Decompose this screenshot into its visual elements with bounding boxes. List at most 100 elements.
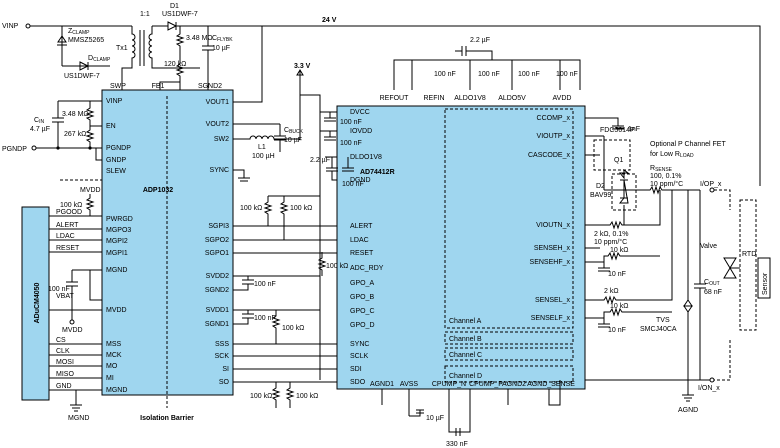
d1-diode xyxy=(152,21,761,186)
channel-a-box xyxy=(444,108,574,329)
channel-c-label: Channel C xyxy=(449,352,482,359)
tx1-secondary-coil xyxy=(148,26,200,69)
adp1032-pin-sss: SSS xyxy=(215,341,229,348)
mcu-signal-reset: RESET xyxy=(56,245,80,252)
ad74412r-pin-aldo1v8: ALDO1V8 xyxy=(454,95,486,102)
ion-label: I/ON_x xyxy=(698,385,720,392)
ad74412r-pin-cascode-x: CASCODE_x xyxy=(528,152,571,159)
mcu-signal-cs: CS xyxy=(56,337,66,344)
rsense-val1: 100, 0.1% xyxy=(650,173,682,180)
cout-cap xyxy=(694,190,706,380)
ad-top-bus xyxy=(393,59,581,90)
cbuck-cap xyxy=(274,124,286,152)
ad74412r-pin-gpo-c: GPO_C xyxy=(350,308,375,315)
ad74412r-pin-sdo: SDO xyxy=(350,379,366,386)
r10k-b-label: 10 kΩ xyxy=(610,303,628,310)
adp1032-pin-svdd1: SVDD1 xyxy=(206,307,229,314)
ion-terminal xyxy=(709,377,715,383)
d2-part: BAV99 xyxy=(590,192,611,199)
mcu-signal-ldac: LDAC xyxy=(56,233,75,240)
d2-box xyxy=(611,173,637,211)
sensor-label: Sensor xyxy=(762,272,769,295)
sync-wire xyxy=(233,169,250,182)
dvcc-cap xyxy=(320,111,337,122)
d1-label: D1 xyxy=(170,3,179,10)
sensehf-wire xyxy=(585,247,660,272)
r120k xyxy=(159,60,185,90)
ad74412r-pin-senseh-x: SENSEH_x xyxy=(534,245,571,252)
r100k-a xyxy=(263,196,273,226)
vinp-terminal xyxy=(25,23,31,29)
adp1032-pin-mvdd: MVDD xyxy=(106,307,127,314)
c100nf-iovdd-label: 100 nF xyxy=(340,140,362,147)
iop-terminal xyxy=(709,187,715,193)
adp1032-pin-swp: SWP xyxy=(110,83,126,90)
c1nf-label: 1nF xyxy=(628,126,640,133)
aducm4050-chip xyxy=(21,206,50,401)
cbuck-label: CBUCK xyxy=(284,127,304,135)
aducm4050-label: ADuCM4050 xyxy=(34,282,41,323)
cin-label: CIN xyxy=(34,117,44,125)
c100nf-t4-label: 100 nF xyxy=(556,71,578,78)
dclamp-diode xyxy=(79,61,90,71)
adp1032-pin-mgpi1: MGPI1 xyxy=(106,250,128,257)
zclamp-part: MMSZ5265 xyxy=(68,37,104,44)
c100nf-t2-label: 100 nF xyxy=(478,71,500,78)
r100k-e-label: 100 kΩ xyxy=(250,393,272,400)
ad74412r-pin-gpo-d: GPO_D xyxy=(350,322,375,329)
senself-wire xyxy=(585,307,672,328)
adp1032-pin-slew: SLEW xyxy=(106,168,126,175)
ad74412r-chip xyxy=(336,105,586,390)
r100k-f-label: 100 kΩ xyxy=(296,393,318,400)
ad74412r-pin-sensel-x: SENSEL_x xyxy=(535,297,571,304)
ad74412r-pin-refin: REFIN xyxy=(424,95,445,102)
agnd-label: AGND xyxy=(678,407,698,414)
vinp-wire xyxy=(30,25,132,67)
adp1032-pin-mck: MCK xyxy=(106,352,122,359)
c10nf-b-label: 10 nF xyxy=(608,327,626,334)
channel-d-label: Channel D xyxy=(449,373,482,380)
vout1-wire xyxy=(233,26,263,103)
adp1032-pin-sgpi3: SGPI3 xyxy=(208,223,229,230)
mgnd-wire xyxy=(70,390,82,412)
adp1032-pin-mgpo3: MGPO3 xyxy=(106,227,131,234)
adp1032-pin-sw2: SW2 xyxy=(214,136,229,143)
adp1032-pin-gndp: GNDP xyxy=(106,157,127,164)
adp1032-pin-sgpo1: SGPO1 xyxy=(205,250,229,257)
ad74412r-right-pins: CCOMP_xVIOUTP_xCASCODE_xVIOUTN_xSENSEH_x… xyxy=(528,115,571,322)
isolation-barrier-label: Isolation Barrier xyxy=(140,415,194,422)
r100k-b xyxy=(279,196,289,240)
tvs-label: TVS xyxy=(656,317,670,324)
adp1032-pin-mgnd: MGND xyxy=(106,267,127,274)
iovdd-cap xyxy=(320,130,337,141)
adp1032-pin-vout1: VOUT1 xyxy=(206,99,229,106)
mcu-signal-alert: ALERT xyxy=(56,222,79,229)
svdd1-cap xyxy=(233,309,320,325)
d2-diodes xyxy=(618,169,630,225)
adp1032-pin-vout2: VOUT2 xyxy=(206,121,229,128)
r100k-c xyxy=(317,252,327,276)
ad74412r-pin-gpo-b: GPO_B xyxy=(350,294,374,301)
r2k-b xyxy=(585,190,673,305)
pgndp-terminal xyxy=(31,145,37,151)
r2k-a-label1: 2 kΩ, 0.1% xyxy=(594,231,628,238)
channel-d-box xyxy=(444,365,574,383)
pgndp-label: PGNDP xyxy=(2,146,27,153)
cout-val: 68 nF xyxy=(704,289,722,296)
c100nf-mvdd-label: 100 nF xyxy=(48,286,70,293)
ad74412r-pin-aldo5v: ALDO5V xyxy=(498,95,526,102)
dclamp-part: US1DWF-7 xyxy=(64,73,100,80)
mcu-bus xyxy=(49,215,102,391)
ad74412r-left-pins: DVCCIOVDDDLDO1V8DGNDALERTLDACRESETADC_RD… xyxy=(350,109,384,386)
r2k-b-label: 2 kΩ xyxy=(604,288,619,295)
adp1032-pin-sgnd1: SGND1 xyxy=(205,321,229,328)
r100k-d xyxy=(271,310,281,344)
r100k-d-label: 100 kΩ xyxy=(282,325,304,332)
zclamp-label: ZCLAMP xyxy=(68,28,90,36)
adp1032-pin-mo: MO xyxy=(106,363,118,370)
c330nf-cap xyxy=(455,428,461,436)
ad74412r-pin-senself-x: SENSELF_x xyxy=(531,315,571,322)
ad74412r-pin-agnd1: AGND1 xyxy=(370,381,394,388)
